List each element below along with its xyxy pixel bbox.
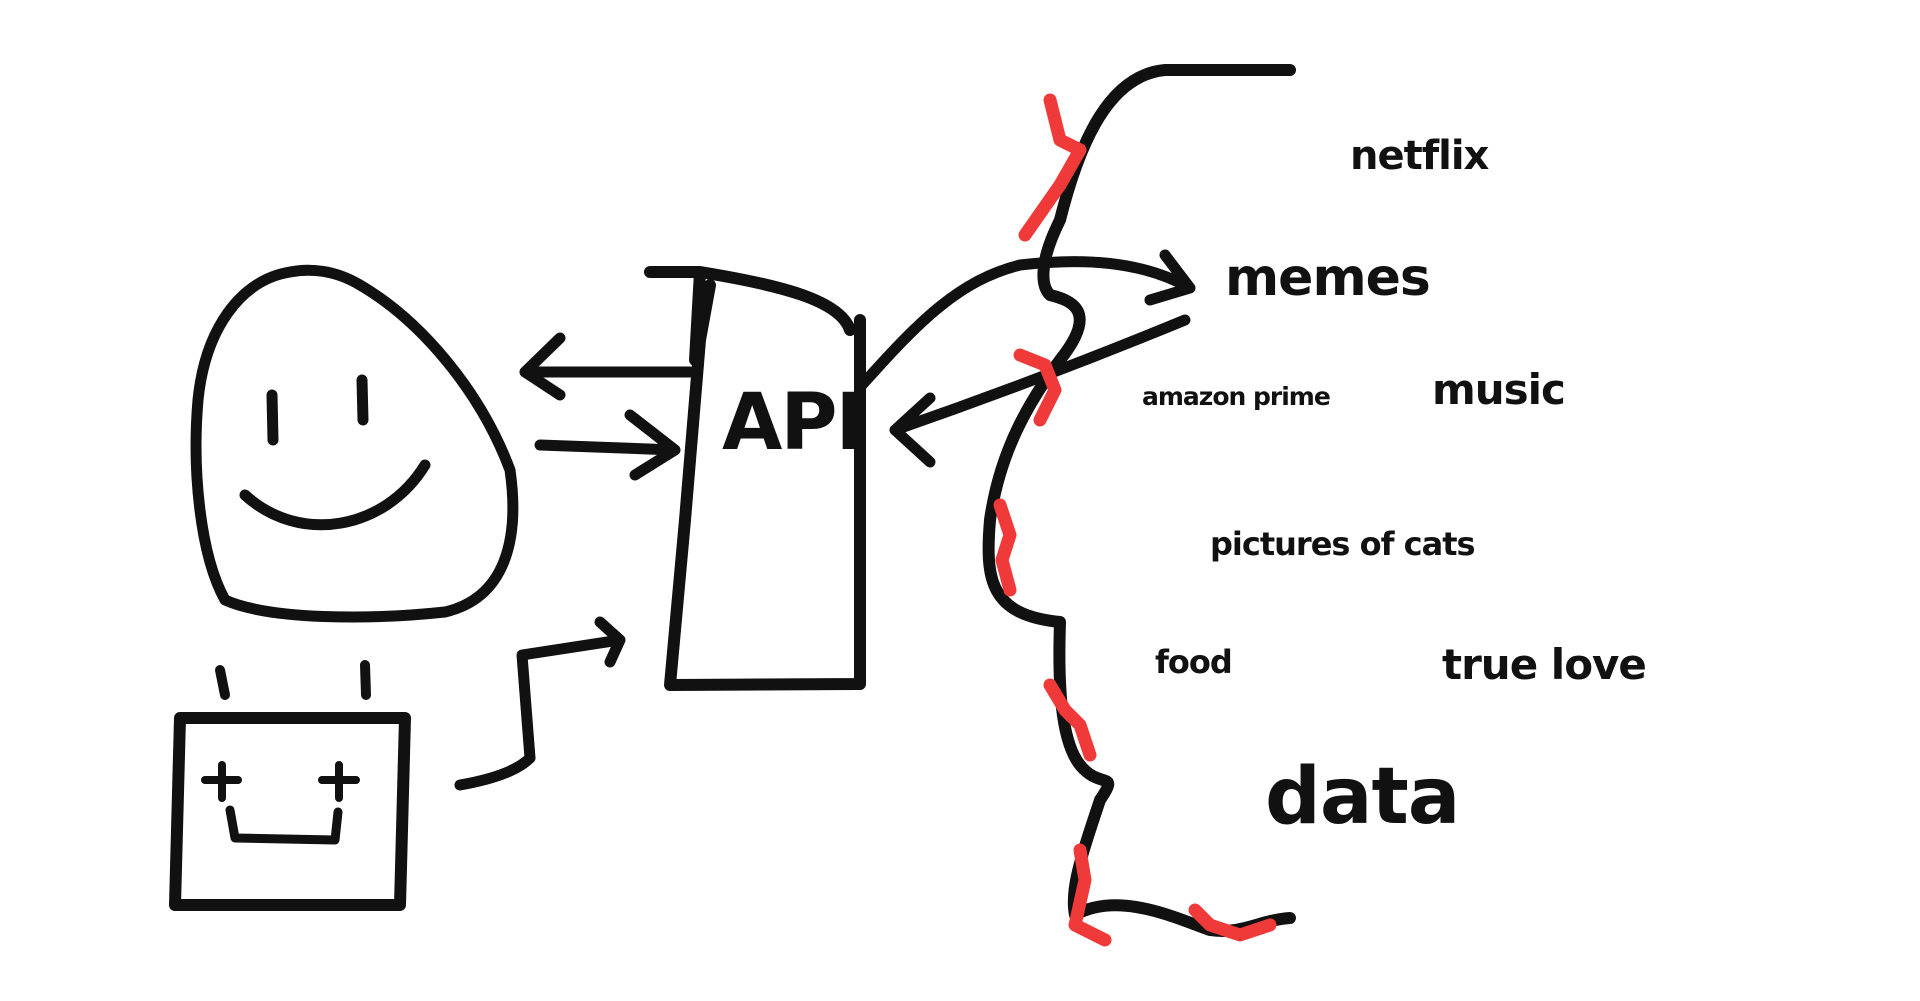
item-data: data — [1265, 752, 1460, 842]
internet-cloud-accents — [993, 93, 1277, 947]
item-pictures-of-cats: pictures of cats — [1210, 525, 1476, 563]
api-label: API — [722, 378, 865, 468]
item-netflix: netflix — [1350, 133, 1489, 179]
internet-cloud-outline — [982, 64, 1296, 937]
api-box — [644, 266, 866, 691]
api-to-memes-arrow — [856, 249, 1196, 391]
item-amazon-prime: amazon prime — [1142, 382, 1331, 411]
item-food: food — [1155, 643, 1233, 681]
item-true-love: true love — [1442, 640, 1647, 689]
item-music: music — [1432, 365, 1566, 414]
item-memes: memes — [1225, 248, 1431, 308]
person-api-arrows — [519, 332, 696, 481]
robot-api-connector — [454, 616, 626, 791]
smiley-face-icon — [190, 264, 519, 623]
robot-face-icon — [169, 660, 411, 911]
